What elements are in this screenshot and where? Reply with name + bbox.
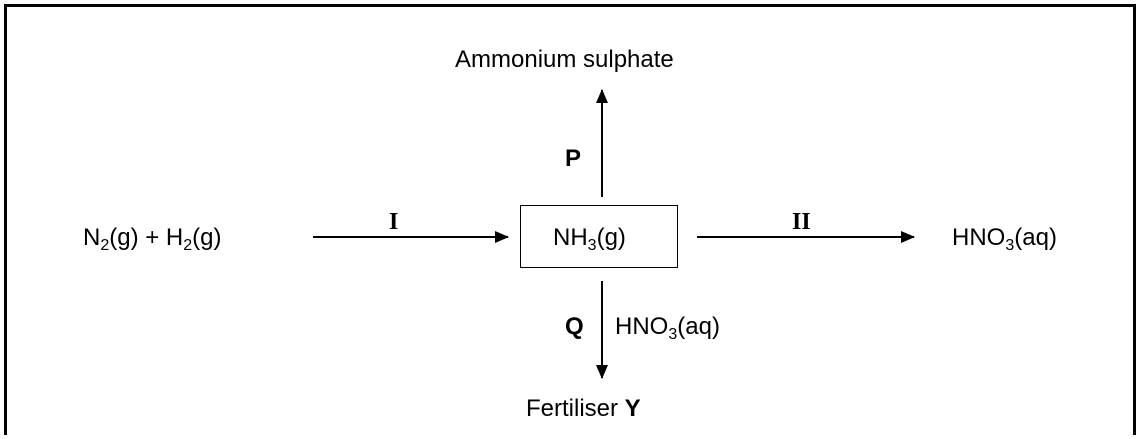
n2-symbol: N xyxy=(83,224,101,251)
reagent-hno3-state: (aq) xyxy=(677,313,720,340)
reactants-label: N2(g) + H2(g) xyxy=(83,224,222,254)
ammonia-label: NH3(g) xyxy=(553,224,626,254)
hno3-state: (aq) xyxy=(1014,224,1057,251)
process-ii-label: II xyxy=(792,209,811,235)
process-p-label: P xyxy=(565,145,582,172)
nitric-acid-product: HNO3(aq) xyxy=(952,224,1057,254)
nh3-subscript: 3 xyxy=(587,237,597,254)
diagram-frame xyxy=(4,4,1136,435)
process-i-label: I xyxy=(389,209,399,235)
n2-state-plus-h2: (g) + H xyxy=(109,224,184,251)
ammonia-box xyxy=(520,205,678,268)
process-q-label: Q xyxy=(565,313,584,340)
nh3-symbol: NH xyxy=(553,224,588,251)
fertiliser-label: Fertiliser Y xyxy=(526,397,641,421)
top-product-label: Ammonium sulphate xyxy=(455,46,674,73)
h2-subscript: 2 xyxy=(183,237,193,254)
fertiliser-y: Y xyxy=(624,395,641,422)
q-reagent-label: HNO3(aq) xyxy=(615,313,720,343)
fertiliser-text: Fertiliser xyxy=(526,395,625,422)
h2-state: (g) xyxy=(192,224,222,251)
n2-subscript: 2 xyxy=(100,237,110,254)
reagent-hno3-symbol: HNO xyxy=(615,313,669,340)
hno3-subscript: 3 xyxy=(1005,237,1015,254)
nh3-state: (g) xyxy=(596,224,626,251)
reagent-hno3-subscript: 3 xyxy=(668,326,678,343)
hno3-symbol: HNO xyxy=(952,224,1006,251)
